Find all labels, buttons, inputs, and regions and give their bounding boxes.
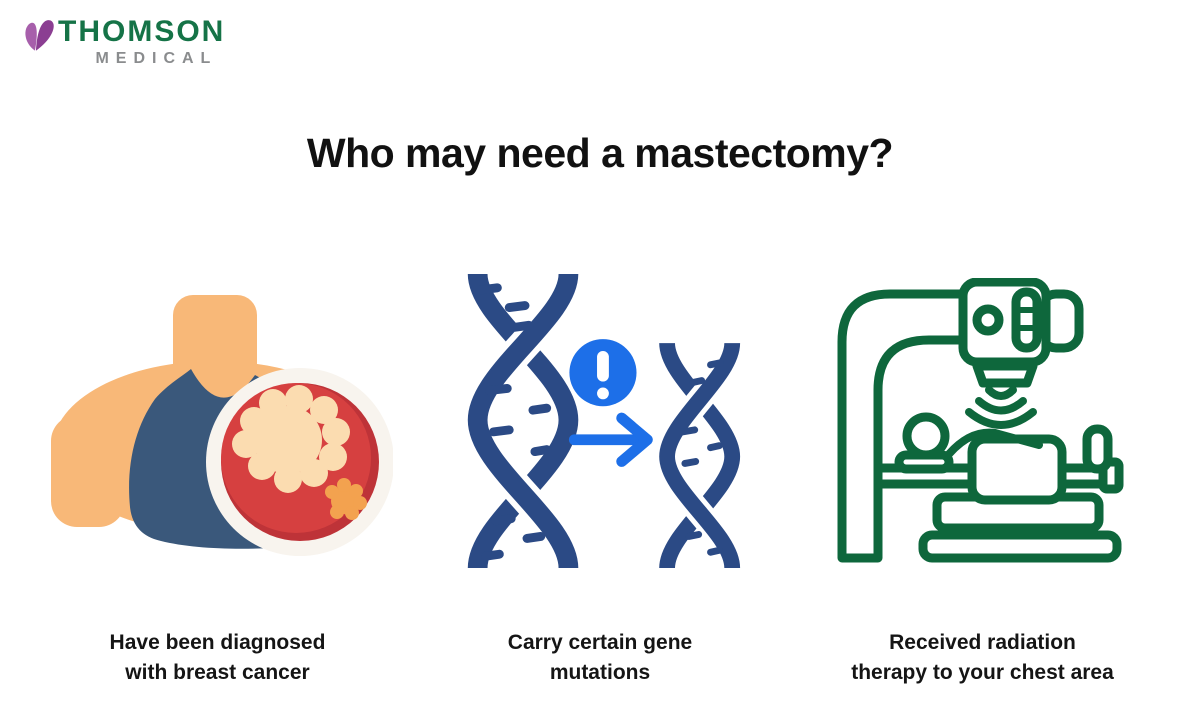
item-caption: Have been diagnosed with breast cancer [110,628,326,688]
item-gene-mutation: Carry certain gene mutations [430,258,770,688]
item-breast-cancer: Have been diagnosed with breast cancer [20,258,415,688]
butterfly-icon [25,20,54,51]
brand-name: THOMSON [58,15,226,48]
arrow-right-icon [568,412,653,467]
item-caption: Received radiation therapy to your chest… [851,628,1114,688]
brand-wordmark: THOMSON MEDICAL [58,16,225,70]
caption-line: therapy to your chest area [851,661,1114,684]
caption-line: Have been diagnosed [109,631,326,654]
dna-mutation-illustration [430,258,770,570]
item-radiation-therapy: Received radiation therapy to your chest… [795,258,1170,688]
caption-line: Carry certain gene [507,631,693,654]
breast-cancer-illustration [20,258,415,570]
caption-line: Received radiation [889,631,1076,654]
radiation-machine-icon [837,278,1123,563]
torso-tumor-icon [50,295,393,556]
waves-icon [984,386,1017,400]
caption-line: mutations [549,661,651,684]
caption-line: with breast cancer [125,661,310,684]
brand-subname: MEDICAL [95,50,218,67]
item-caption: Carry certain gene mutations [508,628,692,688]
radiation-therapy-illustration [795,258,1170,570]
page-title: Who may need a mastectomy? [306,130,894,176]
dna-helix-icon [461,274,746,570]
brand-logo: THOMSON MEDICAL [22,16,225,70]
